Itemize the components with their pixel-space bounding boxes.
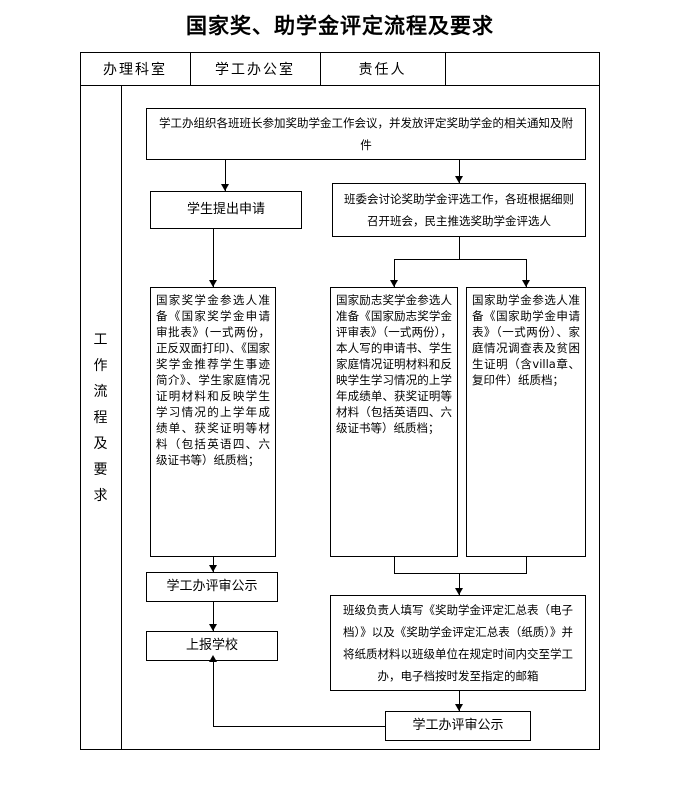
connector-11 xyxy=(459,573,460,595)
header-cell-2: 责任人 xyxy=(358,62,407,78)
arrow-5 xyxy=(522,280,530,287)
header-bottom-line xyxy=(80,85,600,86)
node-review-publicity-2: 学工办评审公示 xyxy=(385,711,531,741)
connector-4 xyxy=(459,237,460,259)
connector-7 xyxy=(213,557,214,572)
header-divider-2 xyxy=(320,53,321,85)
page-title: 国家奖、助学金评定流程及要求 xyxy=(186,14,494,38)
arrow-10 xyxy=(209,655,217,662)
connector-10 xyxy=(526,557,527,573)
arrow-1 xyxy=(221,184,229,191)
header-divider-1 xyxy=(190,53,191,85)
left-label-text: 工作流程及要求 xyxy=(93,332,109,504)
arrow-3 xyxy=(209,280,217,287)
arrow-4 xyxy=(390,280,398,287)
node-review-publicity-1: 学工办评审公示 xyxy=(146,572,278,602)
connector-merge-bus xyxy=(394,573,527,574)
header-cell-1: 学工办公室 xyxy=(215,62,295,78)
connector-9 xyxy=(394,557,395,573)
arrow-8 xyxy=(455,588,463,595)
connector-1 xyxy=(225,160,226,191)
connector-8 xyxy=(213,602,214,631)
arrow-2 xyxy=(455,176,463,183)
connector-5 xyxy=(394,259,395,287)
arrow-9 xyxy=(455,704,463,711)
connector-6 xyxy=(526,259,527,287)
node-grant: 国家助学金参选人准备《国家助学金申请表》（一式两份）、家庭情况调查表及贫困生证明… xyxy=(466,287,586,557)
node-report-school: 上报学校 xyxy=(146,631,278,661)
connector-2 xyxy=(459,160,460,183)
arrow-6 xyxy=(209,565,217,572)
header-cell-3 xyxy=(445,53,600,85)
connector-14 xyxy=(213,661,214,726)
header-cell-0: 办理科室 xyxy=(103,62,167,78)
left-column-divider xyxy=(121,86,122,750)
node-summary-forms: 班级负责人填写《奖助学金评定汇总表（电子档）》以及《奖助学金评定汇总表（纸质）》… xyxy=(330,595,586,691)
left-label-column: 工作流程及要求 xyxy=(81,86,121,750)
node-student-apply: 学生提出申请 xyxy=(150,191,302,229)
node-meeting-notice: 学工办组织各班班长参加奖助学金工作会议，并发放评定奖助学金的相关通知及附件 xyxy=(146,108,586,160)
connector-3 xyxy=(213,229,214,287)
node-national-scholarship: 国家奖学金参选人准备《国家奖学金申请审批表》(一式两份，正反双面打印)、《国家奖… xyxy=(150,287,276,557)
connector-bus xyxy=(394,259,526,260)
diagram-frame xyxy=(80,52,600,750)
node-class-committee: 班委会讨论奖助学金评选工作，各班根据细则召开班会，民主推选奖助学金评选人 xyxy=(332,183,586,237)
arrow-7 xyxy=(209,624,217,631)
header-divider-3 xyxy=(445,53,446,85)
node-inspirational-scholarship: 国家励志奖学金参选人准备《国家励志奖学金评审表》（一式两份），本人写的申请书、学… xyxy=(330,287,458,557)
connector-12 xyxy=(459,691,460,711)
connector-13 xyxy=(213,726,385,727)
